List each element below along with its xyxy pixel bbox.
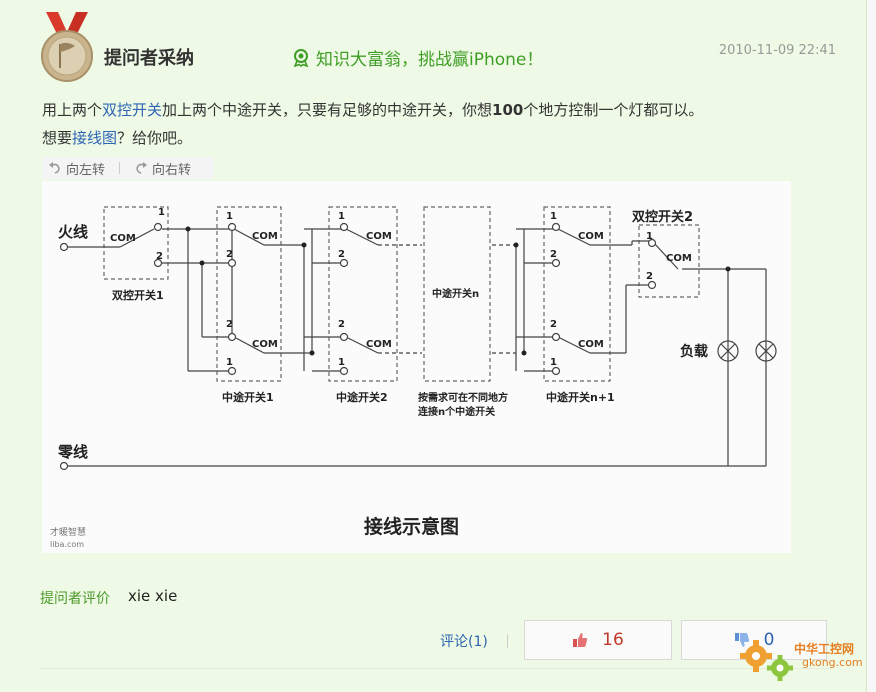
label-note-2: 连接n个中途开关: [418, 405, 495, 418]
divider: [40, 668, 830, 669]
label-1: 1: [226, 211, 233, 222]
downvote-count: 0: [763, 630, 775, 650]
label-load: 负载: [680, 343, 708, 360]
label-2: 2: [550, 319, 557, 330]
separator: [119, 162, 121, 174]
bold-number: 100: [492, 101, 524, 119]
answer-line-2: 想要接线图？给你吧。: [42, 124, 842, 152]
label-1: 1: [226, 357, 233, 368]
label-1: 1: [550, 211, 557, 222]
rotate-left-button[interactable]: 向左转: [42, 159, 111, 178]
label-mid-switch-2: 中途开关2: [336, 390, 388, 404]
watermark-name: 中华工控网: [794, 642, 855, 656]
label-mid-switch-1: 中途开关1: [222, 390, 274, 404]
text: 个地方控制一个灯都可以。: [523, 101, 704, 119]
label-double-switch-1: 双控开关1: [112, 288, 164, 302]
label-2: 2: [338, 249, 345, 260]
image-rotate-bar: 向左转 向右转: [42, 157, 214, 179]
label-com: COM: [578, 339, 604, 350]
label-com: COM: [366, 231, 392, 242]
label-double-switch-2: 双控开关2: [632, 209, 693, 225]
rotate-right-label: 向右转: [152, 162, 192, 178]
label-1: 1: [646, 231, 653, 242]
label-2: 2: [338, 319, 345, 330]
upvote-count: 16: [602, 630, 624, 650]
label-1: 1: [158, 207, 165, 218]
answer-date: 2010-11-09 22:41: [718, 43, 836, 58]
watermark-url: gkong.com: [802, 656, 863, 669]
upvote-button[interactable]: 16: [524, 620, 672, 660]
label-2: 2: [156, 251, 163, 262]
asker-rating-text: xie xie: [128, 587, 178, 605]
label-2: 2: [226, 319, 233, 330]
label-note-1: 按需求可在不同地方: [418, 391, 508, 404]
label-com: COM: [666, 253, 692, 264]
rotate-left-icon: [49, 162, 60, 174]
label-2: 2: [226, 249, 233, 260]
label-hot-wire: 火线: [58, 223, 88, 241]
link-double-switch[interactable]: 双控开关: [102, 101, 163, 119]
award-icon: [293, 48, 309, 67]
label-mid-switch-n1: 中途开关n+1: [546, 390, 615, 404]
text: 用上两个: [42, 101, 103, 119]
wiring-diagram-image: 火线 零线 COM COM COM COM COM COM COM COM 1 …: [42, 181, 791, 553]
label-2: 2: [550, 249, 557, 260]
comment-link[interactable]: 评论(1): [440, 634, 488, 650]
separator: [507, 634, 508, 648]
promo-link[interactable]: 知识大富翁，挑战赢iPhone！: [292, 45, 543, 70]
label-logo: 才暖智慧: [50, 526, 86, 538]
thumbs-up-icon: [573, 633, 588, 647]
label-com: COM: [578, 231, 604, 242]
link-wiring-diagram[interactable]: 接线图: [72, 129, 118, 147]
rotate-right-icon: [136, 162, 148, 174]
text: ？给你吧。: [117, 129, 193, 147]
label-2: 2: [646, 271, 653, 282]
label-com: COM: [252, 231, 278, 242]
thumbs-down-icon: [734, 633, 749, 647]
asker-rating-label: 提问者评价: [40, 591, 110, 607]
label-neutral-wire: 零线: [57, 443, 88, 461]
text: 想要: [42, 129, 73, 147]
label-com: COM: [110, 233, 136, 244]
label-1: 1: [550, 357, 557, 368]
label-com: COM: [252, 339, 278, 350]
rotate-left-label: 向左转: [66, 162, 106, 178]
answer-line-1: 用上两个双控开关加上两个中途开关，只要有足够的中途开关，你想100个地方控制一个…: [42, 96, 842, 124]
label-1: 1: [338, 211, 345, 222]
label-logo-url: liba.com: [50, 540, 84, 549]
label-com: COM: [366, 339, 392, 350]
rotate-right-button[interactable]: 向右转: [128, 159, 197, 178]
label-1: 1: [338, 357, 345, 368]
promo-text: 知识大富翁，挑战赢iPhone！: [316, 50, 544, 70]
gears-logo: [740, 640, 793, 681]
text: 加上两个中途开关，只要有足够的中途开关，你想: [162, 101, 493, 119]
medal-icon: [41, 12, 93, 82]
label-mid-switch-n: 中途开关n: [432, 287, 479, 300]
label-caption: 接线示意图: [364, 515, 459, 538]
page-title: 提问者采纳: [104, 48, 194, 69]
answer-body: 用上两个双控开关加上两个中途开关，只要有足够的中途开关，你想100个地方控制一个…: [42, 96, 842, 152]
scroll-strip[interactable]: [867, 0, 876, 692]
